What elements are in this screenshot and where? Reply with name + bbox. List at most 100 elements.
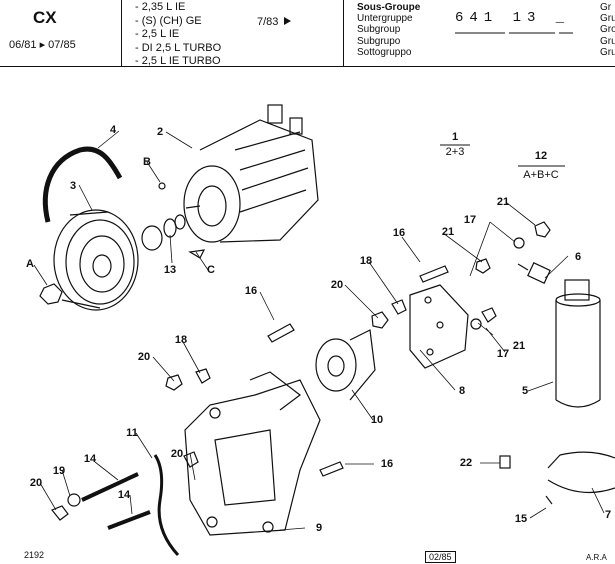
callout-16-b: 16: [244, 285, 258, 297]
callout-20-a: 20: [330, 279, 344, 291]
callout-21-b: 21: [441, 226, 455, 238]
callout-19: 19: [52, 465, 66, 477]
callout-B: B: [143, 156, 151, 168]
play-arrow-icon: [284, 17, 292, 25]
header-divider-2: [343, 0, 344, 66]
bolt-16-c: [319, 461, 344, 477]
hose-part-4: [42, 146, 123, 223]
callout-9: 9: [315, 522, 323, 534]
nut-A: [39, 283, 63, 305]
washer-17-a: [513, 237, 525, 249]
callout-20-b: 20: [137, 351, 151, 363]
nut-21-a: [534, 221, 551, 238]
variant-1: - 2,35 L IE: [135, 1, 186, 13]
header: CX 06/81 ▸ 07/85 - 2,35 L IE - (S) (CH) …: [0, 0, 615, 69]
switch-part-6: [517, 262, 551, 284]
callout-A: A: [26, 258, 34, 270]
callout-14-b: 14: [117, 489, 131, 501]
lang-clip-1: Gr: [600, 2, 612, 13]
callout-5: 5: [521, 385, 529, 397]
stud-14-b: [107, 510, 151, 530]
header-bottom-rule: [0, 66, 615, 67]
lang-it: Sottogruppo: [357, 46, 412, 58]
callout-18-b: 18: [174, 334, 188, 346]
callout-7: 7: [604, 509, 612, 521]
header-divider: [121, 0, 122, 66]
lang-clip-4: Gru: [600, 35, 615, 47]
variant-4: - DI 2,5 L TURBO: [135, 41, 222, 54]
callout-22: 22: [459, 457, 473, 469]
page-reference: 7/83: [257, 16, 292, 28]
drier-part-5: [555, 279, 601, 408]
bracket-part-8: [409, 284, 469, 369]
washer-19: [67, 493, 81, 507]
strap-part-7: [547, 451, 615, 494]
callout-14-a: 14: [83, 453, 97, 465]
engine-variants: - 2,35 L IE - (S) (CH) GE - 2,5 L IE - D…: [135, 1, 221, 69]
fraction-1-den: 2+3: [445, 146, 465, 158]
leader-lines: [33, 130, 605, 531]
subgroup-languages: Sous-Groupe Untergruppe Subgroup Subgrup…: [357, 2, 420, 58]
footer-date: 02/85: [425, 551, 456, 563]
snap-ring-13: [141, 225, 163, 251]
callout-3: 3: [69, 180, 77, 192]
callout-13: 13: [163, 264, 177, 276]
subgroup-languages-clipped: Gr Gru Gro Gru Gru: [600, 2, 615, 58]
callout-8: 8: [458, 385, 466, 397]
page-reference-text: 7/83: [257, 16, 279, 28]
variant-3: - 2,5 L IE: [135, 28, 180, 41]
production-years: 06/81 ▸ 07/85: [9, 39, 76, 51]
support-part-9: [184, 371, 321, 536]
callout-2: 2: [156, 126, 164, 138]
nut-20-a: [371, 311, 389, 329]
bolt-16-b: [267, 323, 295, 343]
lang-clip-5: Gru: [600, 46, 615, 58]
callout-10: 10: [370, 414, 384, 426]
tensioner-part-10: [315, 329, 376, 401]
callout-20-c: 20: [170, 448, 184, 460]
lang-es: Subgrupo: [357, 35, 401, 47]
callout-4: 4: [109, 124, 117, 136]
callout-6: 6: [574, 251, 582, 263]
washer-17-b: [470, 318, 482, 330]
compressor-part-2: [183, 104, 319, 243]
nut-20-d: [51, 505, 69, 521]
footer-code: 2192: [24, 550, 45, 560]
bolt-B: [158, 182, 166, 190]
callout-15: 15: [514, 513, 528, 525]
lang-fr: Sous-Groupe: [357, 2, 421, 13]
lang-en: Subgroup: [357, 24, 401, 36]
callout-16-c: 16: [380, 458, 394, 470]
callout-21-a: 21: [496, 196, 510, 208]
callout-C: C: [207, 264, 215, 276]
nut-21-b: [475, 258, 491, 274]
footer-right-code: A.R.A: [586, 553, 607, 562]
lang-clip-3: Gro: [600, 24, 615, 36]
callout-17-b: 17: [496, 348, 510, 360]
variant-5: - 2,5 L IE TURBO: [135, 55, 221, 68]
bolt-16-a: [419, 265, 449, 283]
lang-de: Untergruppe: [357, 13, 413, 25]
fraction-12-den: A+B+C: [523, 169, 559, 181]
bolt-C: [188, 249, 206, 259]
nut-20-b: [165, 374, 183, 391]
model-name: CX: [33, 8, 57, 27]
lang-clip-2: Gru: [600, 13, 615, 25]
subgroup-code: 641 13 _: [455, 10, 571, 26]
callout-17-a: 17: [463, 214, 477, 226]
callout-11: 11: [126, 427, 138, 439]
code-underlines: [455, 32, 573, 34]
stud-14-a: [81, 472, 139, 502]
callout-18-a: 18: [359, 255, 373, 267]
variant-2: - (S) (CH) GE: [135, 14, 202, 27]
fraction-1-num: 1: [451, 131, 459, 143]
callout-20-d: 20: [29, 477, 43, 489]
screw-15: [545, 495, 553, 505]
nut-18-b: [195, 368, 211, 384]
pulley-part-3: [53, 209, 139, 311]
clip-22: [499, 455, 511, 469]
nut-18-a: [391, 299, 407, 315]
nut-21-c: [481, 307, 497, 323]
